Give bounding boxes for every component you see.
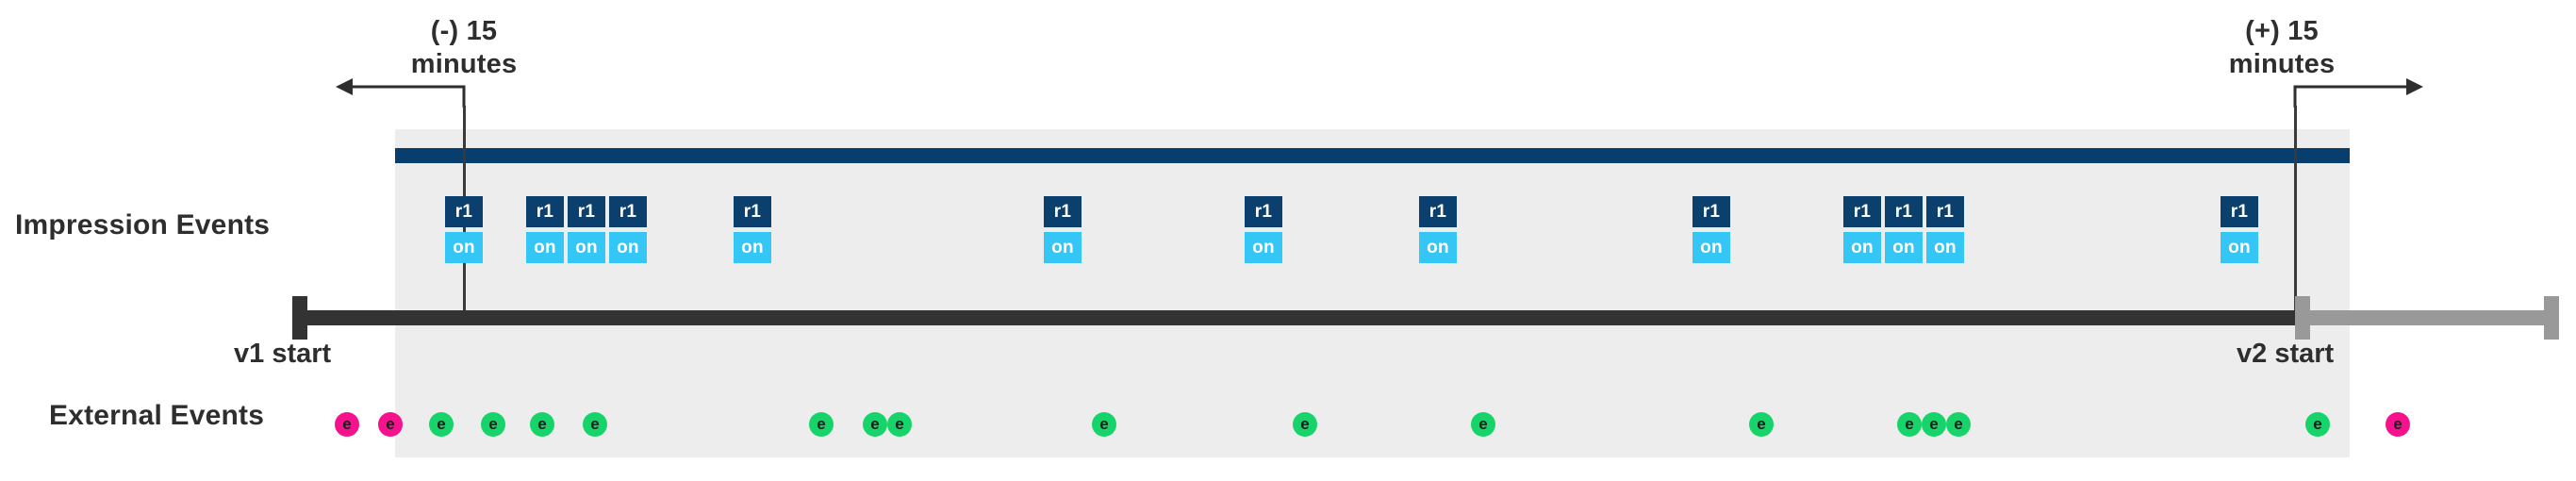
- v1-timeline-segment: [292, 310, 2295, 325]
- impression-badge-request: r1: [1419, 196, 1457, 227]
- impression-badge-request: r1: [1926, 196, 1964, 227]
- v2-timeline-segment: [2295, 310, 2559, 325]
- impression-badge-request: r1: [445, 196, 483, 227]
- external-event-dot[interactable]: e: [1092, 412, 1116, 437]
- impression-event[interactable]: r1 on: [609, 196, 647, 263]
- external-event-dot[interactable]: e: [1749, 412, 1774, 437]
- attribution-window-band: [395, 129, 2350, 457]
- impression-badge-request: r1: [1843, 196, 1881, 227]
- impression-badge-request: r1: [1245, 196, 1282, 227]
- callout-arrow-minus-15: [336, 78, 466, 108]
- window-guide-plus-15: [2294, 106, 2297, 318]
- callout-arrow-plus-15: [2293, 78, 2423, 108]
- callout-label-minus-15: (-) 15 minutes: [410, 16, 518, 80]
- impression-badge-state: on: [609, 232, 647, 263]
- impression-event[interactable]: r1 on: [1245, 196, 1282, 263]
- impression-row-rule: [395, 148, 2350, 163]
- external-event-dot[interactable]: e: [583, 412, 607, 437]
- row-label-external-events: External Events: [49, 400, 265, 431]
- external-event-dot[interactable]: e: [335, 412, 359, 437]
- impression-event[interactable]: r1 on: [445, 196, 483, 263]
- impression-badge-request: r1: [1885, 196, 1923, 227]
- external-event-dot[interactable]: e: [1897, 412, 1922, 437]
- impression-event[interactable]: r1 on: [568, 196, 605, 263]
- impression-badge-request: r1: [526, 196, 564, 227]
- external-event-dot[interactable]: e: [1922, 412, 1946, 437]
- v1-start-cap: [292, 296, 307, 340]
- external-event-dot[interactable]: e: [378, 412, 403, 437]
- impression-badge-request: r1: [609, 196, 647, 227]
- impression-badge-state: on: [734, 232, 771, 263]
- external-event-dot[interactable]: e: [1293, 412, 1317, 437]
- impression-badge-request: r1: [734, 196, 771, 227]
- v2-start-cap: [2295, 296, 2310, 340]
- external-event-dot[interactable]: e: [1946, 412, 1971, 437]
- impression-badge-state: on: [1926, 232, 1964, 263]
- impression-badge-state: on: [1693, 232, 1730, 263]
- version-marker-label-v1: v1 start: [234, 339, 332, 369]
- external-event-dot[interactable]: e: [481, 412, 505, 437]
- external-event-dot[interactable]: e: [1471, 412, 1495, 437]
- external-event-dot[interactable]: e: [2386, 412, 2410, 437]
- impression-event[interactable]: r1 on: [526, 196, 564, 263]
- callout-label-plus-15: (+) 15 minutes: [2228, 16, 2336, 80]
- impression-badge-state: on: [1843, 232, 1881, 263]
- impression-badge-state: on: [1044, 232, 1082, 263]
- external-event-dot[interactable]: e: [887, 412, 912, 437]
- impression-event[interactable]: r1 on: [1419, 196, 1457, 263]
- impression-event[interactable]: r1 on: [1843, 196, 1881, 263]
- external-event-dot[interactable]: e: [809, 412, 834, 437]
- impression-event[interactable]: r1 on: [1926, 196, 1964, 263]
- external-event-dot[interactable]: e: [530, 412, 554, 437]
- external-event-dot[interactable]: e: [429, 412, 454, 437]
- external-event-dot[interactable]: e: [863, 412, 887, 437]
- impression-badge-request: r1: [1044, 196, 1082, 227]
- v2-end-cap: [2544, 296, 2559, 340]
- impression-badge-request: r1: [2221, 196, 2258, 227]
- external-event-dot[interactable]: e: [2305, 412, 2330, 437]
- version-marker-label-v2: v2 start: [2237, 339, 2335, 369]
- impression-badge-state: on: [568, 232, 605, 263]
- impression-event[interactable]: r1 on: [1693, 196, 1730, 263]
- impression-badge-state: on: [445, 232, 483, 263]
- impression-badge-request: r1: [1693, 196, 1730, 227]
- impression-event[interactable]: r1 on: [1885, 196, 1923, 263]
- impression-event[interactable]: r1 on: [1044, 196, 1082, 263]
- impression-badge-request: r1: [568, 196, 605, 227]
- impression-badge-state: on: [526, 232, 564, 263]
- impression-event[interactable]: r1 on: [734, 196, 771, 263]
- impression-badge-state: on: [1885, 232, 1923, 263]
- row-label-impression-events: Impression Events: [15, 209, 271, 240]
- impression-badge-state: on: [1245, 232, 1282, 263]
- impression-badge-state: on: [2221, 232, 2258, 263]
- impression-badge-state: on: [1419, 232, 1457, 263]
- impression-event[interactable]: r1 on: [2221, 196, 2258, 263]
